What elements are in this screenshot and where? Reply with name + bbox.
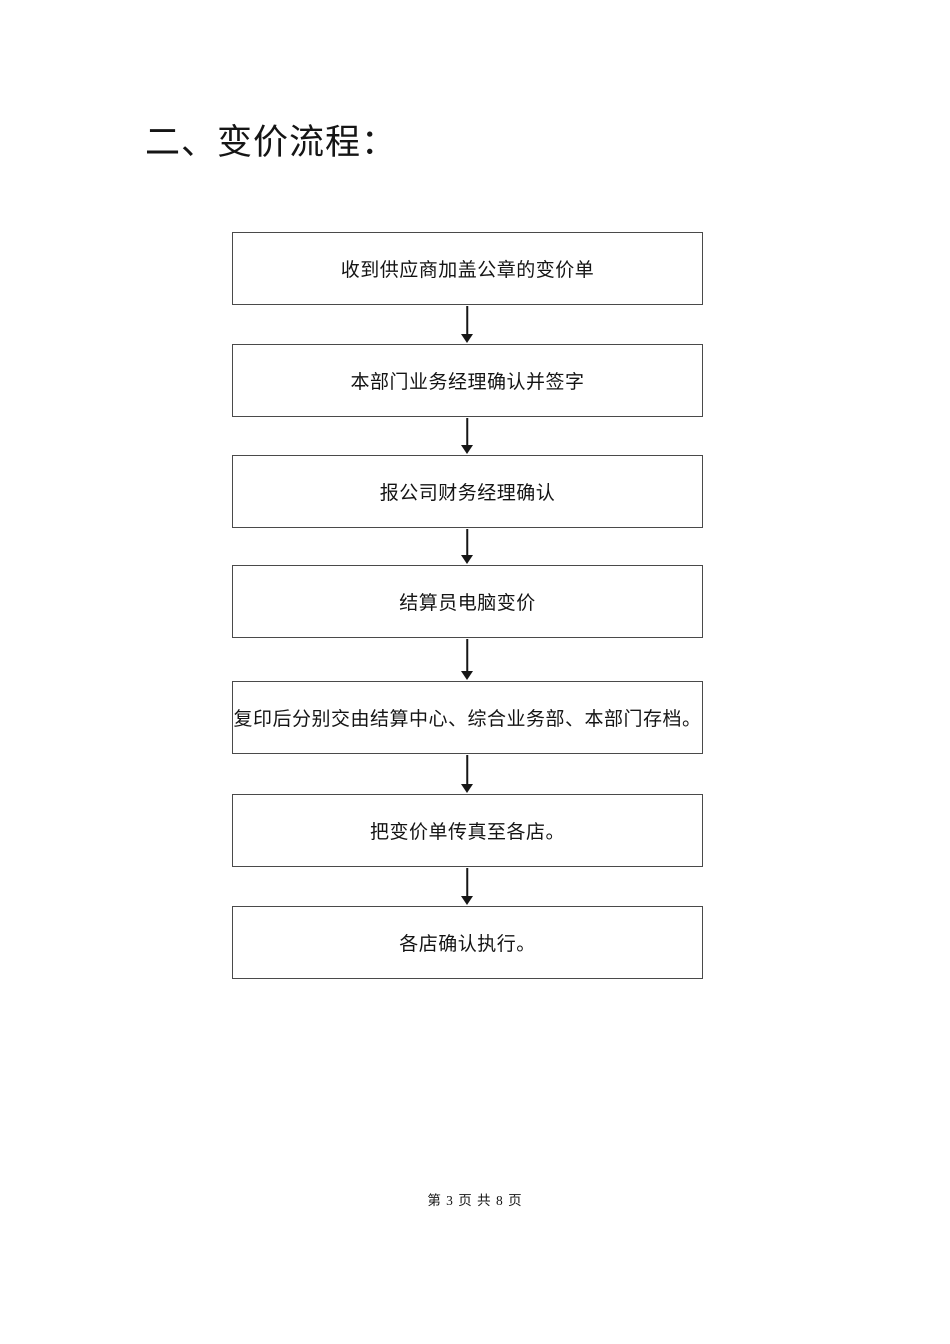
page-number-footer: 第 3 页 共 8 页 [427,1193,523,1208]
flow-step-6: 把变价单传真至各店。 [232,794,703,867]
down-arrow-icon [460,529,474,564]
flow-step-3-label: 报公司财务经理确认 [379,483,556,504]
down-arrow-icon [460,755,474,793]
flow-step-2-label: 本部门业务经理确认并签字 [350,372,585,393]
flow-step-4: 结算员电脑变价 [232,565,703,638]
down-arrow-icon [460,639,474,680]
flow-step-1-label: 收到供应商加盖公章的变价单 [340,260,595,281]
flow-step-5-label: 复印后分别交由结算中心、综合业务部、本部门存档。 [233,709,702,730]
flow-step-7-label: 各店确认执行。 [399,934,536,955]
flow-step-6-label: 把变价单传真至各店。 [369,822,565,843]
flow-step-7: 各店确认执行。 [232,906,703,979]
down-arrow-icon [460,306,474,343]
flow-step-1: 收到供应商加盖公章的变价单 [232,232,703,305]
down-arrow-icon [460,868,474,905]
flow-step-5: 复印后分别交由结算中心、综合业务部、本部门存档。 [232,681,703,754]
flow-step-3: 报公司财务经理确认 [232,455,703,528]
flow-step-2: 本部门业务经理确认并签字 [232,344,703,417]
flow-step-4-label: 结算员电脑变价 [399,593,536,614]
section-title: 二、变价流程： [145,123,398,162]
down-arrow-icon [460,418,474,454]
